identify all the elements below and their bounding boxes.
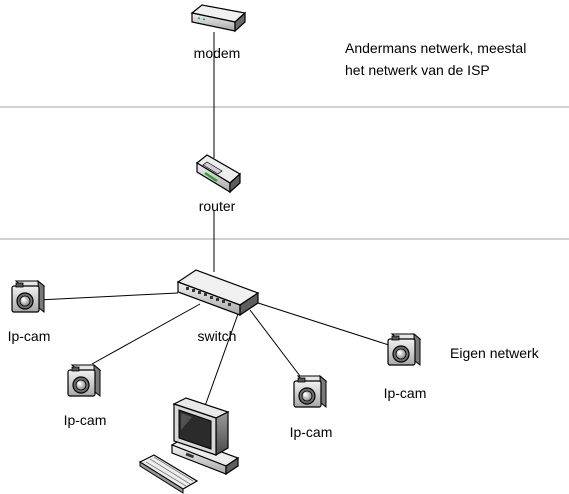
link-switch-cam2 xyxy=(91,303,201,365)
camera-node: Ip-cam xyxy=(290,375,333,440)
camera-icon xyxy=(11,280,45,313)
computer-node xyxy=(138,397,240,494)
camera-node: Ip-cam xyxy=(64,364,107,428)
switch-node: switch xyxy=(176,269,260,344)
camera-label: Ip-cam xyxy=(8,328,51,344)
router-label: router xyxy=(199,198,236,214)
camera-node: Ip-cam xyxy=(8,280,51,344)
isp-network-label-line2: het netwerk van de ISP xyxy=(345,62,490,78)
router-icon xyxy=(195,154,242,194)
camera-label: Ip-cam xyxy=(290,424,333,440)
camera-icon xyxy=(293,375,327,408)
own-network-label: Eigen netwerk xyxy=(450,345,540,361)
desktop-computer-icon xyxy=(138,397,240,494)
modem-node: modem xyxy=(190,4,247,61)
link-switch-cam4 xyxy=(254,301,396,348)
link-switch-cam1 xyxy=(37,292,179,301)
router-node: router xyxy=(195,154,242,214)
camera-label: Ip-cam xyxy=(64,412,107,428)
modem-icon xyxy=(190,4,247,33)
link-switch-computer xyxy=(199,313,239,421)
modem-label: modem xyxy=(194,45,241,61)
camera-node: Ip-cam xyxy=(384,333,427,401)
switch-label: switch xyxy=(198,328,237,344)
camera-icon xyxy=(387,333,421,366)
switch-icon xyxy=(176,269,260,317)
link-switch-cam3 xyxy=(249,309,304,381)
camera-label: Ip-cam xyxy=(384,385,427,401)
camera-icon xyxy=(67,364,101,397)
isp-network-label-line1: Andermans netwerk, meestal xyxy=(345,40,526,56)
